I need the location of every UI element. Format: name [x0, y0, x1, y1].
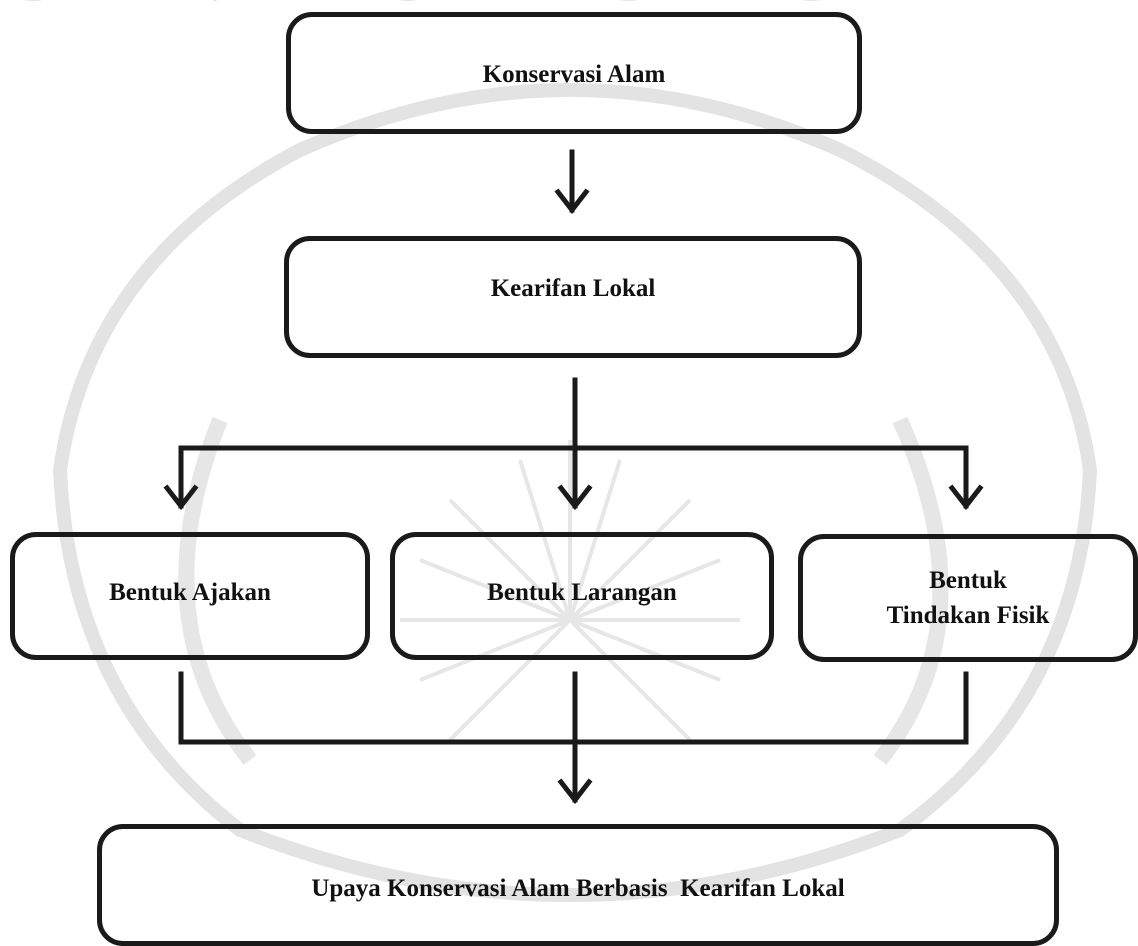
seal-outline: [52, 83, 1098, 902]
node-bentuk-tindakan-fisik: Bentuk Tindakan Fisik: [798, 534, 1138, 662]
node-upaya-konservasi: Upaya Konservasi Alam Berbasis Kearifan …: [97, 824, 1059, 946]
node-bentuk-larangan-label: Bentuk Larangan: [487, 579, 677, 606]
node-bentuk-ajakan-label: Bentuk Ajakan: [109, 579, 271, 606]
node-kearifan-lokal-label: Kearifan Lokal: [490, 275, 656, 302]
node-konservasi-alam: Konservasi Alam: [286, 12, 862, 134]
node-bentuk-ajakan: Bentuk Ajakan: [10, 532, 370, 660]
node-konservasi-alam-label: Konservasi Alam: [482, 61, 666, 88]
node-upaya-konservasi-label: Upaya Konservasi Alam Berbasis Kearifan …: [311, 875, 845, 902]
node-kearifan-lokal: Kearifan Lokal: [284, 236, 862, 358]
node-bentuk-tindakan-fisik-line2: Tindakan Fisik: [886, 602, 1050, 629]
node-bentuk-larangan: Bentuk Larangan: [390, 532, 774, 660]
seal-chain-right: [873, 416, 949, 765]
arrowhead-bentuk-ajakan: [163, 484, 199, 511]
arrowhead-upaya: [557, 778, 593, 805]
arrowhead-bentuk-tindakan-fisik: [948, 484, 984, 511]
seal-leaf-left: [178, 417, 257, 765]
node-bentuk-tindakan-fisik-line1: Bentuk: [929, 567, 1007, 594]
arrowhead-bentuk-larangan: [557, 484, 593, 511]
seal-arc-text: UNIVERSITAS MUHAMMADIYAH: [0, 0, 1138, 20]
arrowhead-kearifan: [554, 188, 590, 215]
